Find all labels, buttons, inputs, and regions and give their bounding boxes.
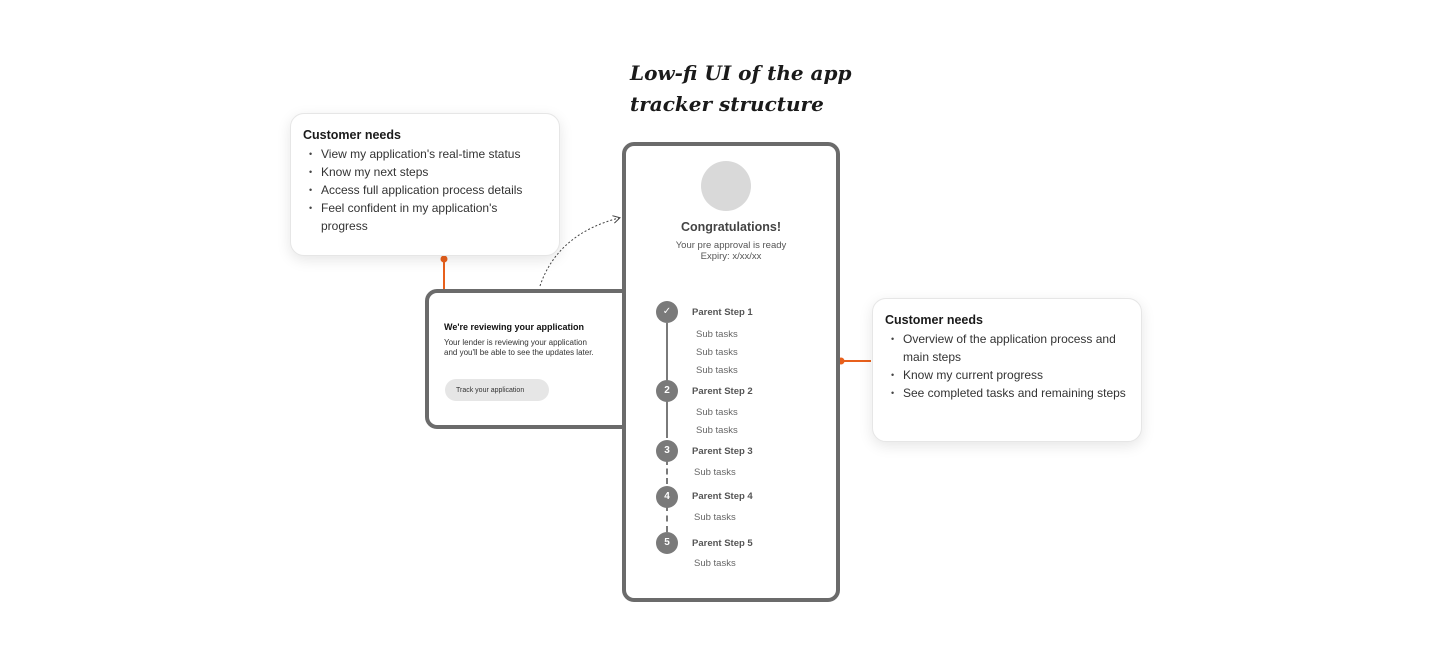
customer-need-item: Know my current progress [891,366,1129,384]
review-card-title: We're reviewing your application [444,322,585,332]
step-2-sub-task: Sub tasks [696,407,738,418]
step-3-label: Parent Step 3 [692,446,753,457]
step-1-sub-task: Sub tasks [696,329,738,340]
step-2-sub-task: Sub tasks [696,425,738,436]
step-5-label: Parent Step 5 [692,538,753,549]
left-needs-connector-dot [440,255,448,263]
timeline-line-upcoming [666,505,668,532]
customer-need-item: Feel confident in my application's progr… [309,199,547,235]
customer-needs-list: View my application's real-time status K… [303,145,547,235]
step-1-check-icon: ✓ [656,301,678,323]
tracker-phone-screen: Congratulations! Your pre approval is re… [622,142,840,602]
customer-need-item: Overview of the application process and … [891,330,1129,366]
step-1-sub-task: Sub tasks [696,365,738,376]
timeline-line-current [666,401,668,438]
step-2-marker: 2 [656,380,678,402]
customer-needs-card-progress: Customer needs Overview of the applicati… [872,298,1142,442]
review-notification-card: We're reviewing your application Your le… [425,289,643,429]
timeline-line-completed [666,323,668,383]
page-title: Low-fi UI of the app tracker structure [630,58,890,120]
avatar [701,161,751,211]
tracker-subheading: Your pre approval is ready [675,240,787,251]
customer-needs-title: Customer needs [303,128,401,142]
step-4-marker: 4 [656,486,678,508]
customer-need-item: Know my next steps [309,163,547,181]
step-5-sub-task: Sub tasks [694,558,736,569]
customer-needs-card-status: Customer needs View my application's rea… [290,113,560,256]
step-4-sub-task: Sub tasks [694,512,736,523]
step-1-sub-task: Sub tasks [696,347,738,358]
tracker-expiry: Expiry: x/xx/xx [700,251,762,262]
customer-need-item: See completed tasks and remaining steps [891,384,1129,402]
page-title-line-2: tracker structure [630,92,824,116]
review-card-body: Your lender is reviewing your applicatio… [444,338,634,358]
customer-need-item: Access full application process details [309,181,547,199]
track-application-button[interactable]: Track your application [445,379,549,401]
customer-need-item: View my application's real-time status [309,145,547,163]
step-3-marker: 3 [656,440,678,462]
page-title-line-1: Low-fi UI of the app [630,61,852,85]
step-2-label: Parent Step 2 [692,386,753,397]
tracker-heading: Congratulations! [681,220,781,234]
step-3-sub-task: Sub tasks [694,467,736,478]
step-1-label: Parent Step 1 [692,307,753,318]
customer-needs-list: Overview of the application process and … [885,330,1129,402]
timeline-line-upcoming [666,459,668,484]
review-card-body-line-1: Your lender is reviewing your applicatio… [444,338,587,347]
customer-needs-title: Customer needs [885,313,983,327]
review-card-body-line-2: and you'll be able to see the updates la… [444,348,594,357]
step-5-marker: 5 [656,532,678,554]
step-4-label: Parent Step 4 [692,491,753,502]
